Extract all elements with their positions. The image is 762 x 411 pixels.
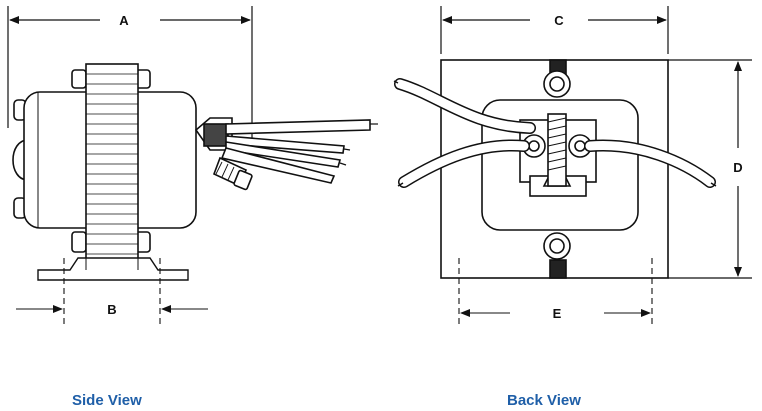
back-view-drawing xyxy=(393,6,752,328)
back-view-caption: Back View xyxy=(507,392,581,409)
dimension-label-b: B xyxy=(107,302,116,317)
dimension-c xyxy=(440,6,669,54)
dimension-e xyxy=(458,258,653,328)
dimension-label-e: E xyxy=(553,306,562,321)
side-view-caption: Side View xyxy=(72,392,142,409)
dimension-label-d: D xyxy=(733,160,742,175)
dimension-label-c: C xyxy=(554,13,564,28)
dimension-b xyxy=(16,258,208,328)
dimension-d xyxy=(668,59,752,279)
dimension-label-a: A xyxy=(119,13,129,28)
side-view-drawing xyxy=(7,6,378,328)
